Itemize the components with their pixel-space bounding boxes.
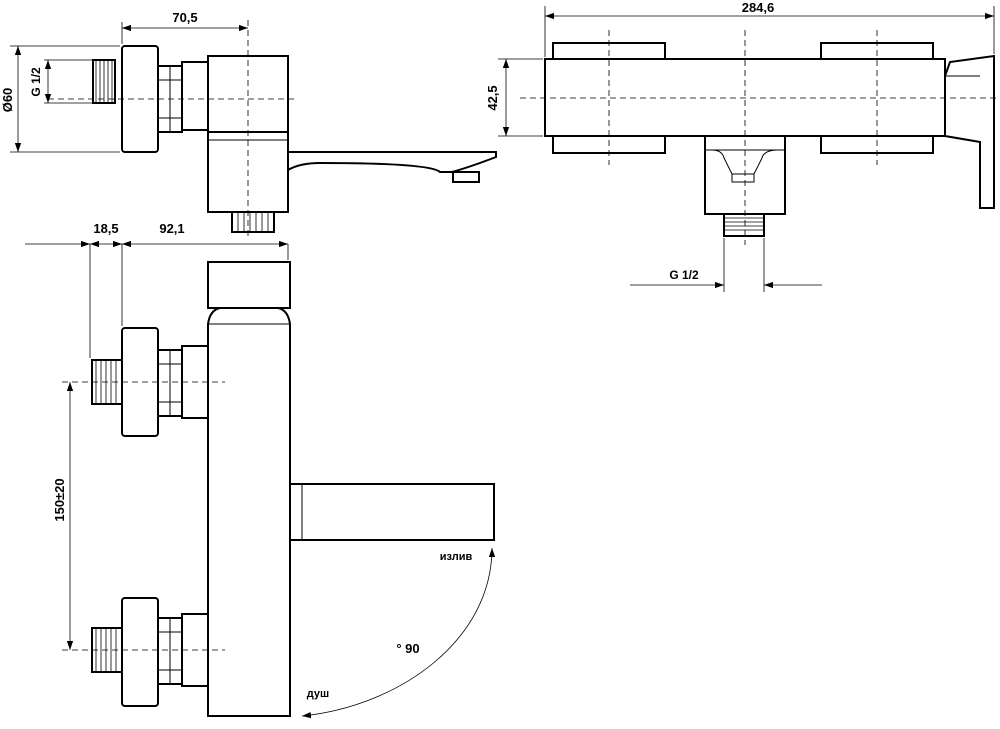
dim-thread-right: G 1/2 — [669, 268, 699, 282]
rotation-arc — [301, 547, 496, 719]
side-connector — [181, 61, 209, 131]
front-escutcheon-lower — [121, 597, 159, 707]
label-spout: излив — [440, 551, 473, 563]
dim-top-depth: 70,5 — [172, 10, 197, 25]
side-view: 70,5 Ø60 G 1/2 — [0, 10, 497, 240]
top-view: 284,6 42,5 G 1/2 — [485, 0, 1000, 292]
side-bottom-thread — [231, 211, 275, 233]
top-lever-handle — [944, 54, 995, 209]
top-bottom-thread — [723, 213, 765, 237]
front-main-body — [207, 307, 291, 717]
front-handle-block — [207, 261, 291, 309]
dim-offset-inlet: 18,5 — [93, 221, 118, 236]
side-bottom-thread-lines — [237, 212, 269, 232]
dim-escutcheon-diameter: Ø60 — [0, 88, 15, 113]
side-spout — [287, 151, 497, 173]
dim-rotation-angle: ° 90 — [396, 641, 419, 656]
front-spout — [289, 483, 495, 541]
dim-overall-width: 284,6 — [742, 0, 775, 15]
side-thread-lines — [95, 60, 113, 103]
dim-body-height: 42,5 — [485, 85, 500, 110]
side-aerator — [452, 171, 480, 183]
top-bottom-thread-lines — [724, 217, 764, 231]
dim-thread-left: G 1/2 — [29, 67, 43, 97]
dim-center-distance: 150±20 — [52, 478, 67, 521]
label-shower: душ — [307, 688, 329, 700]
front-view: 18,5 92,1 150±20 ° 90 излив душ — [25, 221, 496, 719]
dim-offset-spout: 92,1 — [159, 221, 184, 236]
